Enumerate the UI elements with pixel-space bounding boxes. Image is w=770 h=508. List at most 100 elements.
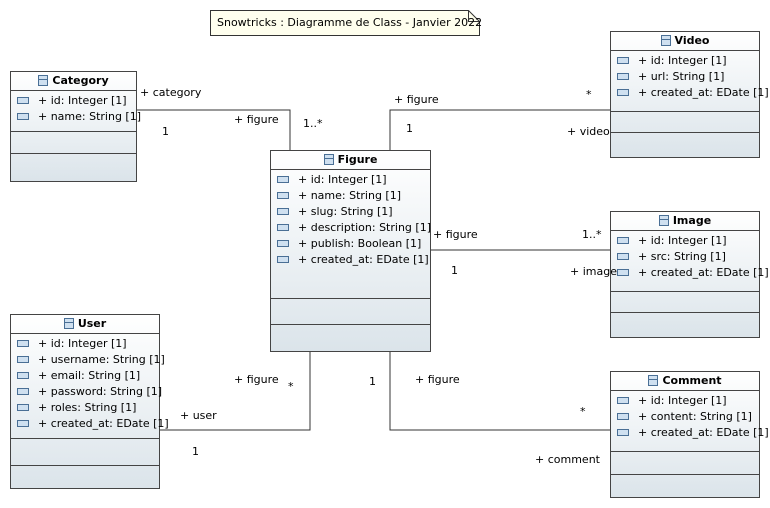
attribute-icon [277,240,289,247]
mult-image: 1..* [582,228,602,241]
class-video-operations [611,112,759,133]
mult-category: 1 [162,125,169,138]
attribute-row: + username: String [1] [17,352,165,368]
attribute-icon [17,388,29,395]
mult-comment: * [580,405,586,418]
attribute-icon [617,429,629,436]
role-image: + image [570,265,617,278]
attribute-row: + name: String [1] [17,109,141,125]
attribute-row: + created_at: EDate [1] [277,252,430,268]
attribute-row: + description: String [1] [277,220,431,236]
class-user-header: User [11,315,159,334]
class-image-attributes: + id: Integer [1] + src: String [1] + cr… [611,231,769,292]
class-video-extra [611,133,759,155]
attribute-icon [617,269,629,276]
note-shape [210,10,480,36]
class-icon [648,375,659,386]
mult-figure-user: * [288,380,294,393]
attribute-row: + id: Integer [1] [617,53,759,69]
attribute-row: + created_at: EDate [1] [617,265,769,281]
class-user-extra [11,466,159,490]
class-category-extra [11,154,136,175]
role-user: + user [180,409,217,422]
attribute-icon [617,413,629,420]
attribute-icon [617,237,629,244]
attribute-row: + id: Integer [1] [617,233,759,249]
class-video[interactable]: Video + id: Integer [1] + url: String [1… [610,31,769,158]
attribute-row: + roles: String [1] [17,400,159,416]
class-video-attributes: + id: Integer [1] + url: String [1] + cr… [611,51,769,112]
attribute-icon [17,97,29,104]
class-icon [38,75,49,86]
attribute-icon [17,340,29,347]
attribute-row: + src: String [1] [617,249,759,265]
attribute-row: + id: Integer [1] [617,393,759,409]
user-figure-line [160,352,311,431]
class-user-name: User [77,317,107,330]
mult-figure-video: 1 [406,122,413,135]
attribute-row: + id: Integer [1] [17,336,159,352]
class-comment-name: Comment [662,374,722,387]
attribute-row: + email: String [1] [17,368,159,384]
class-video-header: Video [611,32,759,51]
mult-figure-category: 1..* [303,117,323,130]
class-figure-operations [271,299,430,325]
attribute-row: + created_at: EDate [1] [617,425,769,441]
class-comment[interactable]: Comment + id: Integer [1] + content: Str… [610,371,769,498]
class-figure[interactable]: Figure + id: Integer [1] + name: String … [270,150,431,352]
mult-figure-comment: 1 [369,375,376,388]
class-figure-attributes: + id: Integer [1] + name: String [1] + s… [271,170,431,299]
class-user-operations [11,439,159,466]
role-figure-video: + figure [394,93,439,106]
class-image-header: Image [611,212,759,231]
class-category-name: Category [52,74,109,87]
class-figure-name: Figure [337,153,378,166]
role-figure-comment: + figure [415,373,460,386]
figure-comment-line [389,352,610,431]
category-figure-line [137,109,291,150]
attribute-icon [277,224,289,231]
attribute-row: + password: String [1] [17,384,162,400]
attribute-row: + id: Integer [1] [17,93,136,109]
class-image[interactable]: Image + id: Integer [1] + src: String [1… [610,211,769,338]
attribute-row: + name: String [1] [277,188,430,204]
class-icon [63,318,74,329]
attribute-icon [277,208,289,215]
class-icon [658,215,669,226]
attribute-icon [277,256,289,263]
class-image-name: Image [672,214,712,227]
attribute-row: + content: String [1] [617,409,759,425]
attribute-icon [277,176,289,183]
class-comment-header: Comment [611,372,759,391]
class-image-operations [611,292,759,313]
class-user[interactable]: User + id: Integer [1] + username: Strin… [10,314,169,490]
attribute-icon [17,372,29,379]
attribute-row: + created_at: EDate [1] [617,85,769,101]
attribute-row: + url: String [1] [617,69,759,85]
attribute-icon [617,397,629,404]
attribute-row: + publish: Boolean [1] [277,236,430,252]
attribute-icon [617,253,629,260]
role-figure-image: + figure [433,228,478,241]
diagram-title: Snowtricks : Diagramme de Class - Janvie… [217,16,483,29]
attribute-row: + slug: String [1] [277,204,430,220]
attribute-icon [17,113,29,120]
class-image-extra [611,313,759,335]
mult-user: 1 [192,445,199,458]
role-category: + category [140,86,202,99]
role-comment: + comment [535,453,600,466]
class-user-attributes: + id: Integer [1] + username: String [1]… [11,334,169,439]
class-figure-header: Figure [271,151,430,170]
attribute-icon [617,89,629,96]
class-category[interactable]: Category + id: Integer [1] + name: Strin… [10,71,141,182]
attribute-icon [17,356,29,363]
mult-figure-image: 1 [451,264,458,277]
class-category-header: Category [11,72,136,91]
attribute-icon [17,404,29,411]
class-category-attributes: + id: Integer [1] + name: String [1] [11,91,141,132]
attribute-row: + created_at: EDate [1] [17,416,169,432]
figure-video-line [389,109,610,150]
class-comment-operations [611,452,759,475]
class-comment-extra [611,475,759,497]
